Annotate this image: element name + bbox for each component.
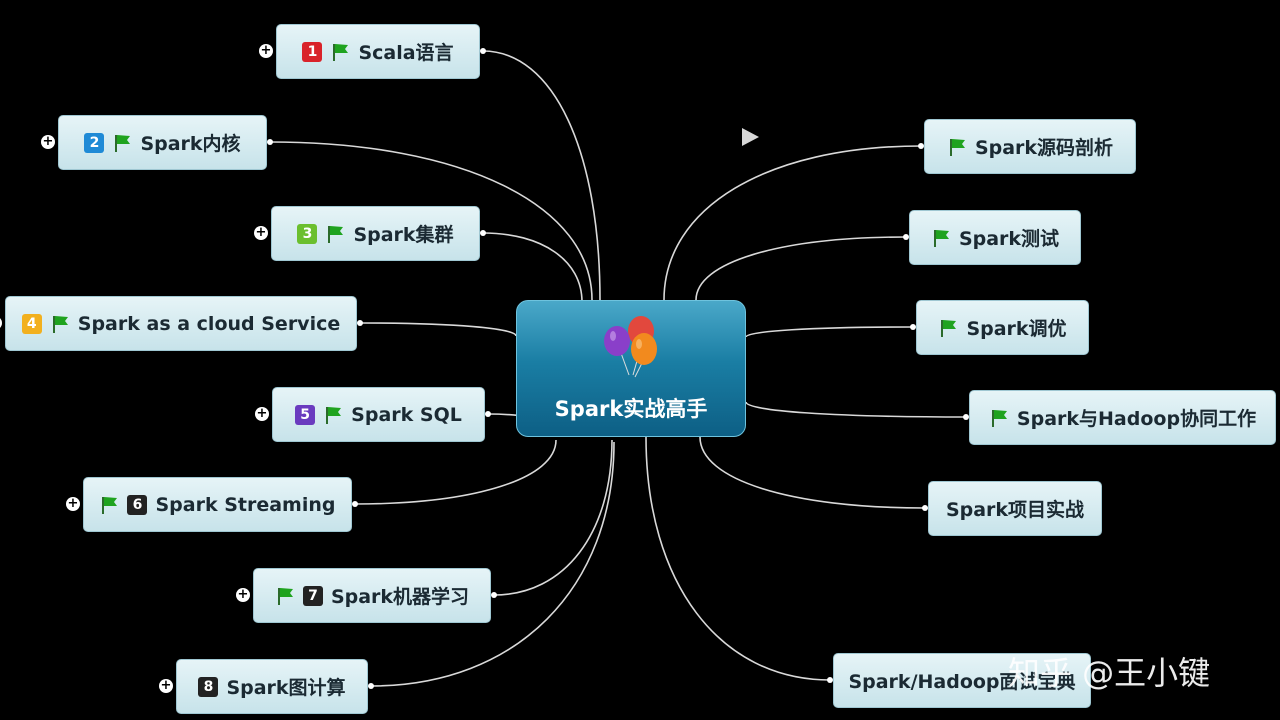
link-n7 [493,439,613,596]
link-dot-n4 [357,320,363,326]
link-n4 [359,322,517,337]
link-r4 [745,401,967,418]
topic-label: Spark项目实战 [945,499,1085,521]
priority-4-icon: 4 [21,313,42,334]
topic-label: Spark Streaming [155,493,336,516]
link-n3 [482,232,583,303]
priority-3-icon: 3 [297,223,318,244]
topic-node-n2[interactable]: 2 Spark内核 [58,115,267,170]
priority-1-icon: 1 [302,41,323,62]
topic-node-n8[interactable]: 8 Spark图计算 [176,659,368,714]
flag-icon [333,43,349,61]
expand-n2-icon[interactable]: + [41,134,55,149]
link-n8 [370,441,615,687]
topic-node-n4[interactable]: 4 Spark as a cloud Service [5,296,357,351]
link-dot-r2 [903,234,909,240]
watermark: 知乎 @王小键 [1008,654,1211,692]
expand-n3-icon[interactable]: + [254,225,268,240]
topic-node-n1[interactable]: 1 Scala语言 [276,24,480,79]
balloons-icon [604,316,657,378]
priority-7-icon: 7 [302,585,323,606]
link-r1 [663,145,922,301]
topic-label: Scala语言 [358,42,454,64]
expand-n6-icon[interactable]: + [66,496,80,511]
flag-icon [52,315,68,333]
flag-icon [991,409,1007,427]
priority-5-icon: 5 [295,404,316,425]
topic-node-r4[interactable]: Spark与Hadoop协同工作 [969,390,1276,445]
play-icon[interactable] [742,128,759,146]
link-dot-n6 [352,501,358,507]
topic-label: Spark内核 [140,133,241,155]
flag-icon [102,496,118,514]
priority-8-icon: 8 [198,676,219,697]
central-topic-title: Spark实战高手 [554,397,708,421]
topic-label: Spark SQL [351,403,462,426]
priority-2-icon: 2 [84,132,105,153]
link-dot-n7 [491,592,497,598]
expand-n5-icon[interactable]: + [255,406,269,421]
flag-icon [277,587,293,605]
link-n6 [354,439,557,505]
link-r6 [645,436,831,681]
topic-node-r2[interactable]: Spark测试 [909,210,1081,265]
flag-icon [326,406,342,424]
link-r3 [745,326,914,338]
expand-n7-icon[interactable]: + [236,587,250,602]
link-r5 [699,436,926,509]
topic-node-r1[interactable]: Spark源码剖析 [924,119,1136,174]
flag-icon [115,134,131,152]
topic-node-r3[interactable]: Spark调优 [916,300,1089,355]
topic-node-n3[interactable]: 3 Spark集群 [271,206,480,261]
link-r2 [695,236,907,301]
topic-label: Spark/Hadoop面试宝典 [848,671,1076,693]
topic-node-n7[interactable]: 7 Spark机器学习 [253,568,491,623]
topic-label: Spark as a cloud Service [77,312,341,335]
link-dot-n8 [368,683,374,689]
link-dot-n3 [480,230,486,236]
flag-icon [328,225,344,243]
link-dot-r4 [963,414,969,420]
link-dot-n1 [480,48,486,54]
topic-node-r5[interactable]: Spark项目实战 [928,481,1102,536]
link-dot-r6 [827,677,833,683]
topic-node-n6[interactable]: 6 Spark Streaming [83,477,352,532]
link-dot-n2 [267,139,273,145]
topic-label: Spark与Hadoop协同工作 [1016,408,1257,430]
expand-n1-icon[interactable]: + [259,43,273,58]
topic-node-r6[interactable]: Spark/Hadoop面试宝典 [833,653,1091,708]
expand-n8-icon[interactable]: + [159,678,173,693]
expand-n4-icon[interactable]: + [0,316,2,330]
central-topic[interactable]: Spark实战高手 [516,300,746,437]
link-dot-r1 [918,143,924,149]
link-n1 [482,50,601,301]
flag-icon [941,319,957,337]
link-dot-r3 [910,324,916,330]
topic-label: Spark测试 [958,228,1060,250]
link-n2 [269,141,593,301]
topic-label: Spark集群 [353,224,454,246]
topic-label: Spark调优 [966,318,1067,340]
topic-label: Spark机器学习 [330,586,470,608]
priority-6-icon: 6 [127,494,148,515]
topic-node-n5[interactable]: 5 Spark SQL [272,387,485,442]
flag-icon [933,229,949,247]
topic-label: Spark图计算 [226,677,346,699]
topic-label: Spark源码剖析 [974,137,1114,159]
link-dot-r5 [922,505,928,511]
flag-icon [949,138,965,156]
link-dot-n5 [485,411,491,417]
